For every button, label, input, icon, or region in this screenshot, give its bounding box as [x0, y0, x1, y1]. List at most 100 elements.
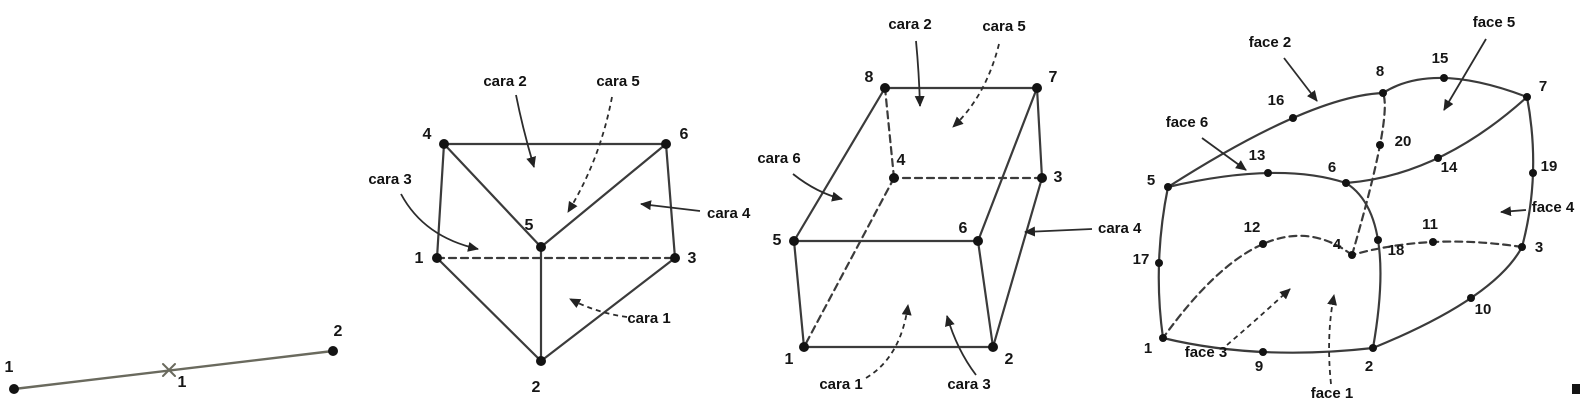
- face-label-cara-4: cara 4: [1098, 220, 1142, 237]
- node-label-2: 2: [1365, 358, 1373, 375]
- node-label-7: 7: [1049, 69, 1058, 86]
- node-label-7: 7: [1539, 78, 1547, 95]
- edge-2-3: [991, 176, 1044, 349]
- edge-4-8: [1350, 91, 1386, 257]
- node-label-6: 6: [959, 220, 968, 237]
- face-label-cara-6: cara 6: [757, 150, 800, 167]
- node-dot-2: [988, 342, 998, 352]
- node-label-9: 9: [1255, 358, 1263, 375]
- node-label-10: 10: [1475, 301, 1492, 318]
- node-label-5: 5: [1147, 172, 1155, 189]
- face-label-cara-5: cara 5: [982, 18, 1025, 35]
- edge-4-8: [883, 86, 896, 180]
- face-4-arrow-icon: [1500, 206, 1527, 217]
- face-5-arrow-icon: [1443, 38, 1487, 111]
- node-dot-1: [1159, 334, 1167, 342]
- face-label-cara-5: cara 5: [596, 73, 639, 90]
- stray-mark: [1572, 384, 1580, 394]
- cara-1-arrow-icon: [865, 304, 912, 379]
- edge-7-3: [1035, 86, 1044, 180]
- cara-4-arrow-icon: [1024, 226, 1093, 237]
- node-dot-15: [1440, 74, 1448, 82]
- node-dot-9: [1259, 348, 1267, 356]
- face-label-face-4: face 4: [1532, 199, 1575, 216]
- node-dot-1: [9, 384, 19, 394]
- node-dot-6: [661, 139, 671, 149]
- node-dot-16: [1289, 114, 1297, 122]
- node-label-1: 1: [785, 351, 794, 368]
- edge-7-8: [1381, 76, 1529, 99]
- node-dot-11: [1429, 238, 1437, 246]
- node-dot-8: [880, 83, 890, 93]
- node-dot-1: [799, 342, 809, 352]
- face-1-arrow-icon: [1327, 294, 1337, 385]
- edge-5-1: [792, 239, 806, 349]
- node-dot-19: [1529, 169, 1537, 177]
- edge-4-1: [1161, 234, 1354, 340]
- cara-4-arrow-icon: [640, 200, 701, 212]
- node-label-5: 5: [525, 217, 534, 234]
- node-dot-5: [789, 236, 799, 246]
- edge-7-6: [976, 86, 1039, 243]
- face-label-face-2: face 2: [1249, 34, 1292, 51]
- node-label-3: 3: [688, 250, 697, 267]
- node-dot-17: [1155, 259, 1163, 267]
- node-dot-14: [1434, 154, 1442, 162]
- face-label-face-5: face 5: [1473, 14, 1516, 31]
- node-label-6: 6: [1328, 159, 1336, 176]
- cara-1-arrow-icon: [569, 298, 628, 318]
- face-label-face-6: face 6: [1166, 114, 1209, 131]
- element-x-marker-icon: [162, 363, 176, 377]
- edge-6-3: [664, 142, 677, 260]
- edge-3-2: [539, 256, 677, 363]
- node-label-3: 3: [1535, 239, 1543, 256]
- node-dot-18: [1374, 236, 1382, 244]
- node-label-16: 16: [1268, 92, 1285, 109]
- node-label-20: 20: [1395, 133, 1412, 150]
- face-label-cara-2: cara 2: [483, 73, 526, 90]
- node-label-14: 14: [1441, 159, 1458, 176]
- face-label-cara-1: cara 1: [627, 310, 670, 327]
- face-label-face-1: face 1: [1311, 385, 1354, 402]
- cara-2-arrow-icon: [515, 94, 536, 168]
- edge-1-2: [435, 256, 543, 363]
- face-label-cara-2: cara 2: [888, 16, 931, 33]
- edge-5-6: [1166, 171, 1348, 189]
- edge-8-5: [792, 86, 887, 243]
- node-label-5: 5: [773, 232, 782, 249]
- node-dot-2: [328, 346, 338, 356]
- node-label-4: 4: [897, 152, 906, 169]
- node-dot-1: [432, 253, 442, 263]
- cara-6-arrow-icon: [792, 173, 843, 202]
- edge-6-2: [976, 239, 995, 349]
- element-x-marker-label: 1: [178, 374, 187, 391]
- node-dot-7: [1032, 83, 1042, 93]
- node-label-2: 2: [532, 379, 541, 396]
- node-label-3: 3: [1054, 169, 1063, 186]
- node-dot-20: [1376, 141, 1384, 149]
- edge-2-6: [1344, 181, 1382, 350]
- node-label-15: 15: [1432, 50, 1449, 67]
- edge-4-5: [442, 142, 543, 249]
- cara-5-arrow-icon: [567, 96, 613, 213]
- edge-6-5: [539, 142, 668, 249]
- node-label-18: 18: [1388, 242, 1405, 259]
- node-dot-10: [1467, 294, 1475, 302]
- edge-6-7: [1344, 95, 1529, 185]
- node-label-17: 17: [1133, 251, 1150, 268]
- edge-1-2: [12, 349, 335, 391]
- line-element-2-nodes: 121: [5, 323, 343, 394]
- face-label-cara-1: cara 1: [819, 376, 862, 393]
- face-label-cara-4: cara 4: [707, 205, 751, 222]
- face-label-cara-3: cara 3: [947, 376, 990, 393]
- node-label-13: 13: [1249, 147, 1266, 164]
- node-dot-5: [1164, 183, 1172, 191]
- node-dot-13: [1264, 169, 1272, 177]
- node-label-2: 2: [1005, 351, 1014, 368]
- node-label-6: 6: [680, 126, 689, 143]
